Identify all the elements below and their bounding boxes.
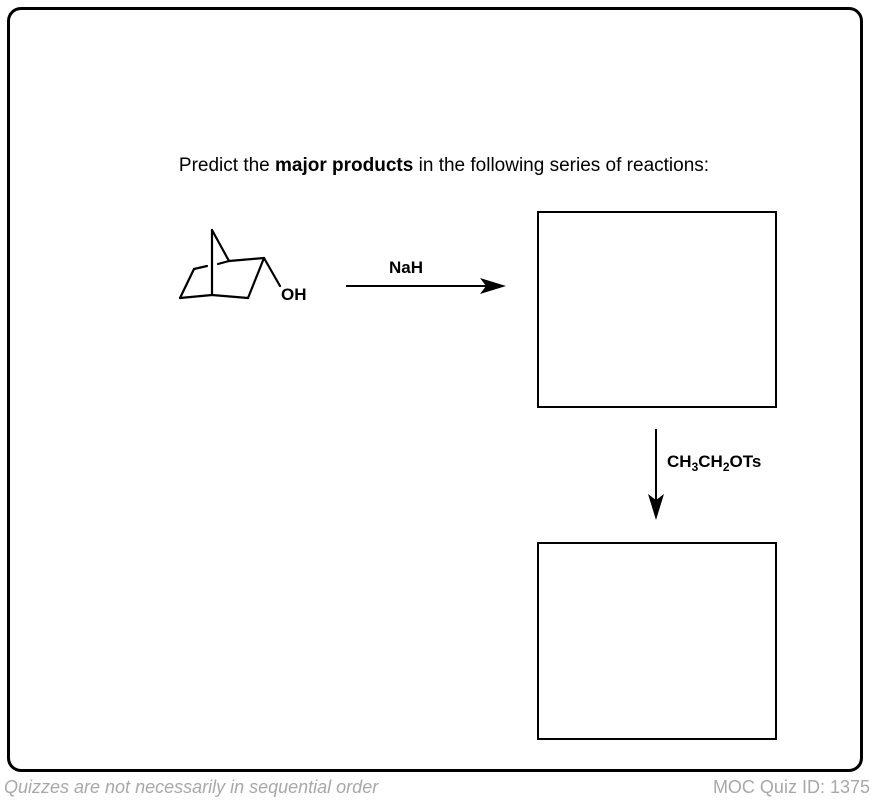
question-prefix: Predict the [178, 155, 276, 176]
reagent-subscript: 2 [722, 460, 730, 474]
question-text: Predict the major products in the follow… [0, 154, 874, 178]
right-arrow-icon [346, 278, 506, 294]
reagent-part: CH [698, 452, 723, 471]
reagent-subscript: 3 [691, 460, 699, 474]
reagent-part: CH [667, 452, 692, 471]
hydroxyl-label: OH [281, 285, 307, 304]
product-answer-box-2[interactable] [537, 542, 777, 740]
reagent-nah-label: NaH [389, 258, 424, 277]
down-arrow-icon [648, 429, 664, 520]
reagent-ethyl-tosylate-label: CH3CH2OTs [667, 452, 762, 474]
product-answer-box-1[interactable] [537, 211, 777, 408]
footer-disclaimer: Quizzes are not necessarily in sequentia… [4, 777, 379, 797]
quiz-id-label: MOC Quiz ID: 1375 [712, 777, 870, 797]
reagent-part: OTs [729, 452, 762, 471]
question-emphasis: major products [275, 155, 414, 176]
question-suffix: in the following series of reactions: [413, 155, 710, 176]
norbornanol-structure-icon [178, 228, 282, 300]
